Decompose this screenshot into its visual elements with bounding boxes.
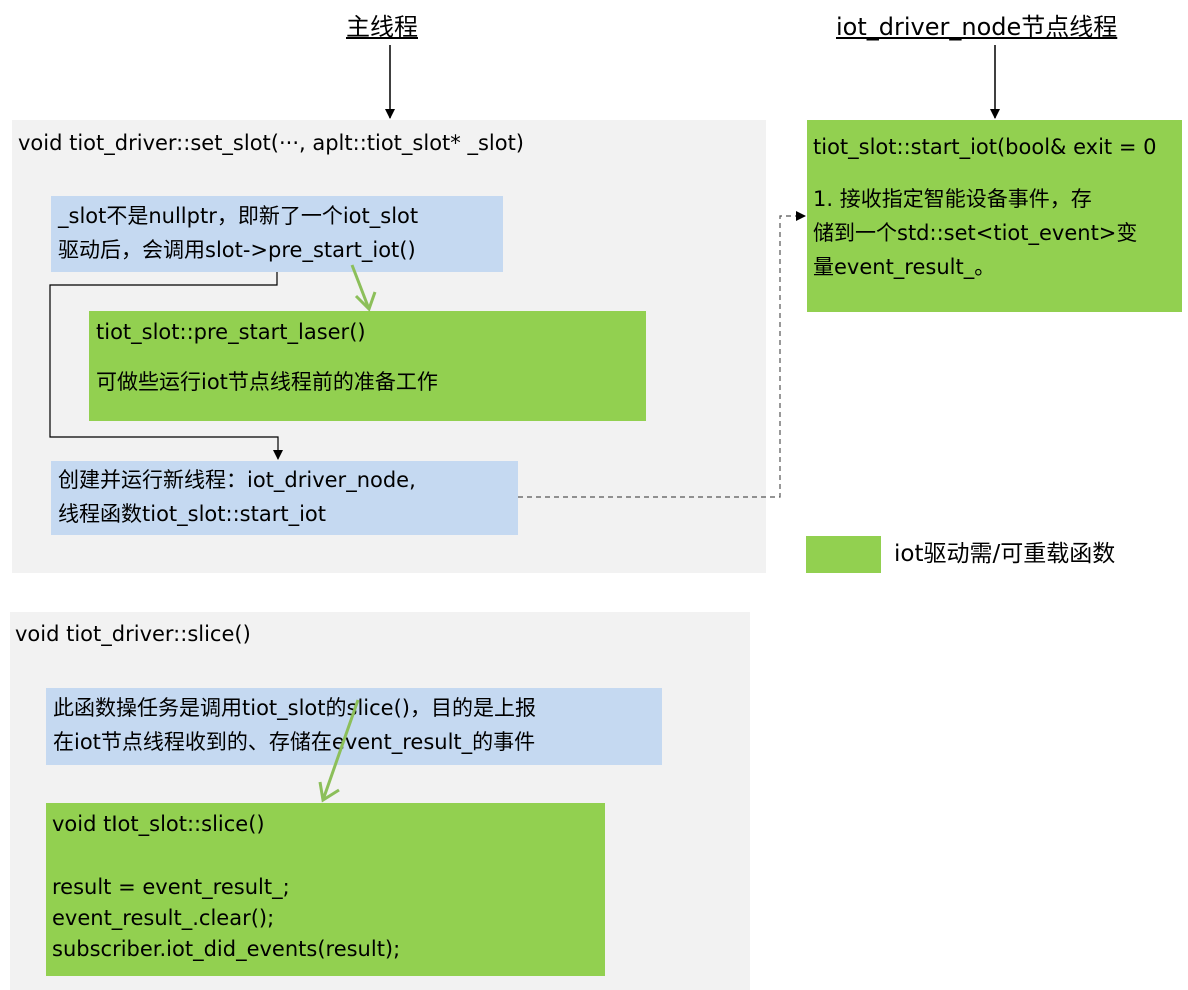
slice-code-line3: subscriber.iot_did_events(result); — [52, 937, 401, 961]
pre-start-laser-box: tiot_slot::pre_start_laser() 可做些运行iot节点线… — [89, 311, 646, 421]
slice-title: void tiot_driver::slice() — [15, 622, 251, 646]
slice-desc-line2: 在iot节点线程收到的、存储在event_result_的事件 — [53, 730, 536, 754]
pre-start-call-arrow — [350, 264, 377, 312]
create-thread-line1: 创建并运行新线程：iot_driver_node, — [58, 468, 416, 492]
slice-code-line1: result = event_result_; — [52, 875, 290, 899]
node-thread-heading: iot_driver_node节点线程 — [836, 13, 1118, 41]
slot-check-line2: 驱动后，会调用slot->pre_start_iot() — [58, 238, 416, 262]
start-iot-title: tiot_slot::start_iot(bool& exit = 0 — [813, 135, 1157, 159]
slice-code-line2: event_result_.clear(); — [52, 906, 275, 930]
slice-code-title: void tIot_slot::slice() — [52, 812, 265, 836]
pre-start-desc: 可做些运行iot节点线程前的准备工作 — [96, 370, 438, 394]
legend-label: iot驱动需/可重载函数 — [894, 541, 1116, 567]
set-slot-title: void tiot_driver::set_slot(···, aplt::ti… — [18, 131, 524, 155]
start-iot-line2: 储到一个std::set<tiot_event>变 — [813, 221, 1138, 245]
slice-call-arrow — [318, 699, 360, 803]
slice-desc-line1: 此函数操任务是调用tiot_slot的slice()，目的是上报 — [53, 696, 536, 720]
slot-check-note: _slot不是nullptr，即新了一个iot_slot 驱动后，会调用slot… — [51, 196, 503, 272]
flow-elbow-arrow — [49, 272, 283, 460]
slice-desc-note: 此函数操任务是调用tiot_slot的slice()，目的是上报 在iot节点线… — [46, 688, 662, 765]
pre-start-title: tiot_slot::pre_start_laser() — [96, 320, 366, 344]
legend-swatch — [806, 536, 881, 573]
main-thread-heading: 主线程 — [346, 13, 418, 41]
slot-check-line1: _slot不是nullptr，即新了一个iot_slot — [58, 204, 419, 228]
start-iot-line1: 1. 接收指定智能设备事件，存 — [813, 187, 1092, 211]
thread-start-dashed-arrow — [518, 211, 806, 498]
start-iot-box: tiot_slot::start_iot(bool& exit = 0 1. 接… — [807, 120, 1182, 312]
create-thread-note: 创建并运行新线程：iot_driver_node, 线程函数tiot_slot:… — [51, 461, 518, 535]
start-iot-line3: 量event_result_。 — [813, 255, 996, 279]
create-thread-line2: 线程函数tiot_slot::start_iot — [58, 502, 326, 526]
slice-code-box: void tIot_slot::slice() result = event_r… — [46, 803, 605, 976]
